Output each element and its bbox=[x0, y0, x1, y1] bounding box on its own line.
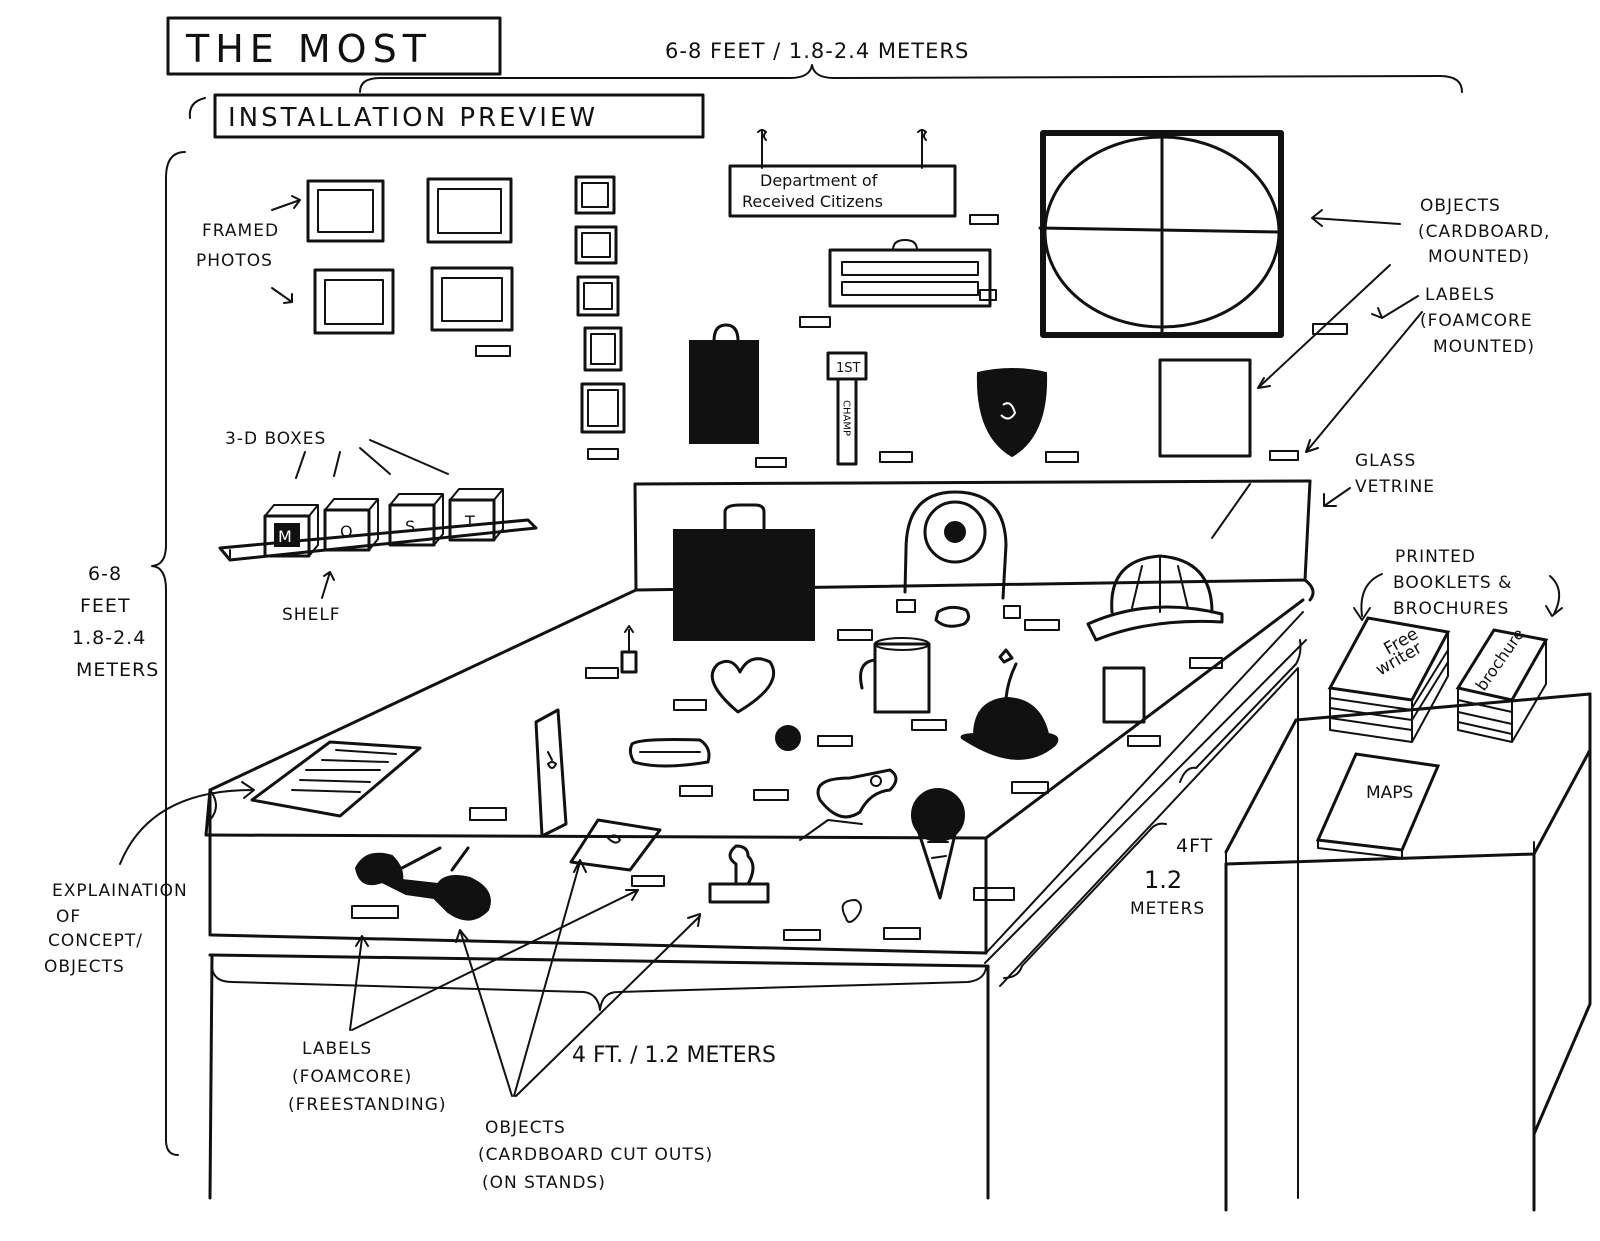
ball-object bbox=[775, 725, 801, 751]
plant-object bbox=[620, 625, 638, 674]
height-dimension: 6-8 FEET 1.8-2.4 METERS bbox=[72, 151, 186, 1156]
width-dimension: 6-8 FEET / 1.8-2.4 METERS bbox=[359, 39, 1463, 93]
vitrine-label-2: VETRINE bbox=[1355, 477, 1435, 497]
plaque-object bbox=[799, 239, 997, 328]
depth-label-2: 1.2 bbox=[1144, 866, 1182, 894]
maps-label: MAPS bbox=[1366, 783, 1413, 803]
sign-line-2: Received Citizens bbox=[742, 192, 883, 211]
explanation-label-4: OBJECTS bbox=[44, 957, 125, 977]
labels-mounted-label-1: LABELS bbox=[1425, 285, 1495, 305]
glass-vitrine: GLASS VETRINE bbox=[204, 451, 1435, 1200]
labels-mounted-annotation: LABELS (FOAMCORE MOUNTED) bbox=[1305, 285, 1535, 453]
explanation-label-2: OF bbox=[56, 907, 81, 927]
free-writer-booklets: Free writer bbox=[1327, 616, 1451, 743]
box-t: T bbox=[448, 488, 504, 542]
stamp-object bbox=[708, 844, 770, 904]
printed-label-3: BROCHURES bbox=[1393, 599, 1509, 619]
height-label-4: METERS bbox=[76, 659, 159, 681]
objects-cutouts-annotation: OBJECTS (CARDBOARD CUT OUTS) (ON STANDS) bbox=[455, 859, 713, 1193]
labels-mounted-label-2: (FOAMCORE bbox=[1420, 311, 1533, 331]
objects-mounted-label-3: MOUNTED) bbox=[1428, 247, 1530, 267]
labels-free-label-2: (FOAMCORE) bbox=[292, 1067, 412, 1087]
briefcase-object bbox=[673, 503, 815, 641]
hardhat-object bbox=[1086, 554, 1224, 642]
blank-panel-object bbox=[1158, 358, 1299, 461]
explanation-label-3: CONCEPT/ bbox=[48, 931, 143, 951]
printed-label-2: BOOKLETS & bbox=[1393, 573, 1512, 593]
page-title: THE MOST bbox=[185, 27, 432, 71]
printed-label-1: PRINTED bbox=[1395, 547, 1476, 567]
labels-free-label-3: (FREESTANDING) bbox=[288, 1095, 447, 1115]
freestanding-labels bbox=[351, 629, 1223, 941]
width-dimension-label: 6-8 FEET / 1.8-2.4 METERS bbox=[665, 39, 969, 63]
toy-object bbox=[799, 768, 898, 841]
department-sign: Department of Received Citizens bbox=[728, 129, 999, 225]
front-dimension-label: 4 FT. / 1.2 METERS bbox=[572, 1043, 776, 1068]
title-block: THE MOST INSTALLATION PREVIEW bbox=[166, 16, 705, 139]
explanation-label-1: EXPLAINATION bbox=[52, 881, 188, 901]
towel-object bbox=[628, 738, 711, 768]
brochure-stack: brochure bbox=[1455, 625, 1549, 743]
framed-photos-label-1: FRAMED bbox=[202, 221, 279, 241]
maps-booklet: MAPS bbox=[1315, 752, 1441, 859]
objects-cutouts-label-3: (ON STANDS) bbox=[482, 1173, 606, 1193]
wall-label bbox=[475, 345, 511, 357]
sunglasses-object bbox=[354, 846, 491, 921]
explanation-sheet bbox=[250, 740, 422, 818]
shelf-label: SHELF bbox=[282, 605, 341, 625]
front-dimension: 4 FT. / 1.2 METERS bbox=[211, 967, 987, 1068]
height-label-3: 1.8-2.4 bbox=[72, 627, 146, 649]
labels-mounted-label-3: MOUNTED) bbox=[1433, 337, 1535, 357]
box-m: M bbox=[263, 504, 319, 558]
sign-line-1: Department of bbox=[760, 171, 878, 190]
box-letter-t: T bbox=[464, 512, 475, 531]
stand-text-2: CHAMP bbox=[841, 400, 852, 436]
box-o: O bbox=[323, 498, 379, 552]
booklet-pedestal: Free writer brochure MAPS PRINTED BOOKLE… bbox=[1224, 547, 1592, 1212]
first-champ-stand: 1ST CHAMP bbox=[826, 351, 913, 466]
objects-cutouts-label-1: OBJECTS bbox=[485, 1118, 566, 1138]
framed-photos: FRAMED PHOTOS bbox=[196, 175, 626, 460]
door-stand-object bbox=[534, 708, 568, 838]
labels-freestanding-annotation: LABELS (FOAMCORE) (FREESTANDING) bbox=[288, 889, 639, 1115]
depth-label-3: METERS bbox=[1130, 899, 1205, 919]
icecream-object bbox=[911, 788, 965, 900]
height-label-1: 6-8 bbox=[88, 563, 122, 585]
box-letter-m: M bbox=[278, 527, 292, 546]
page-subtitle: INSTALLATION PREVIEW bbox=[228, 103, 598, 133]
mounted-circle-object bbox=[1038, 130, 1348, 338]
clip-object bbox=[841, 899, 862, 923]
boxes-label: 3-D BOXES bbox=[225, 429, 326, 449]
labels-free-label-1: LABELS bbox=[302, 1039, 372, 1059]
depth-label-1: 4FT bbox=[1176, 835, 1213, 857]
box-s: S bbox=[388, 493, 444, 547]
objects-mounted-label-1: OBJECTS bbox=[1420, 196, 1501, 216]
objects-mounted-annotation: OBJECTS (CARDBOARD, MOUNTED) bbox=[1257, 196, 1550, 389]
explanation-annotation: EXPLAINATION OF CONCEPT/ OBJECTS bbox=[44, 781, 255, 977]
bowler-hat-object bbox=[960, 648, 1059, 760]
box-letter-o: O bbox=[340, 522, 353, 541]
shield-object bbox=[976, 368, 1079, 463]
gong-object bbox=[896, 490, 1021, 619]
vitrine-label-1: GLASS bbox=[1355, 451, 1416, 471]
whistle-object bbox=[934, 605, 1060, 631]
book-stand-object bbox=[569, 818, 662, 872]
heart-object bbox=[710, 657, 776, 714]
height-label-2: FEET bbox=[80, 595, 131, 617]
stand-text-1: 1ST bbox=[836, 361, 861, 376]
depth-dimension: 4FT 1.2 METERS bbox=[1003, 639, 1302, 979]
framed-photos-label-2: PHOTOS bbox=[196, 251, 273, 271]
vitrine-objects bbox=[250, 490, 1224, 941]
shelf-with-boxes: M O S T 3-D BOXES SHELF bbox=[218, 429, 538, 625]
box-letter-s: S bbox=[405, 517, 415, 536]
card-object bbox=[1102, 666, 1146, 724]
objects-mounted-label-2: (CARDBOARD, bbox=[1418, 222, 1550, 242]
mug-object bbox=[859, 637, 931, 714]
clipboard-object bbox=[689, 323, 787, 468]
objects-cutouts-label-2: (CARDBOARD CUT OUTS) bbox=[478, 1145, 713, 1165]
